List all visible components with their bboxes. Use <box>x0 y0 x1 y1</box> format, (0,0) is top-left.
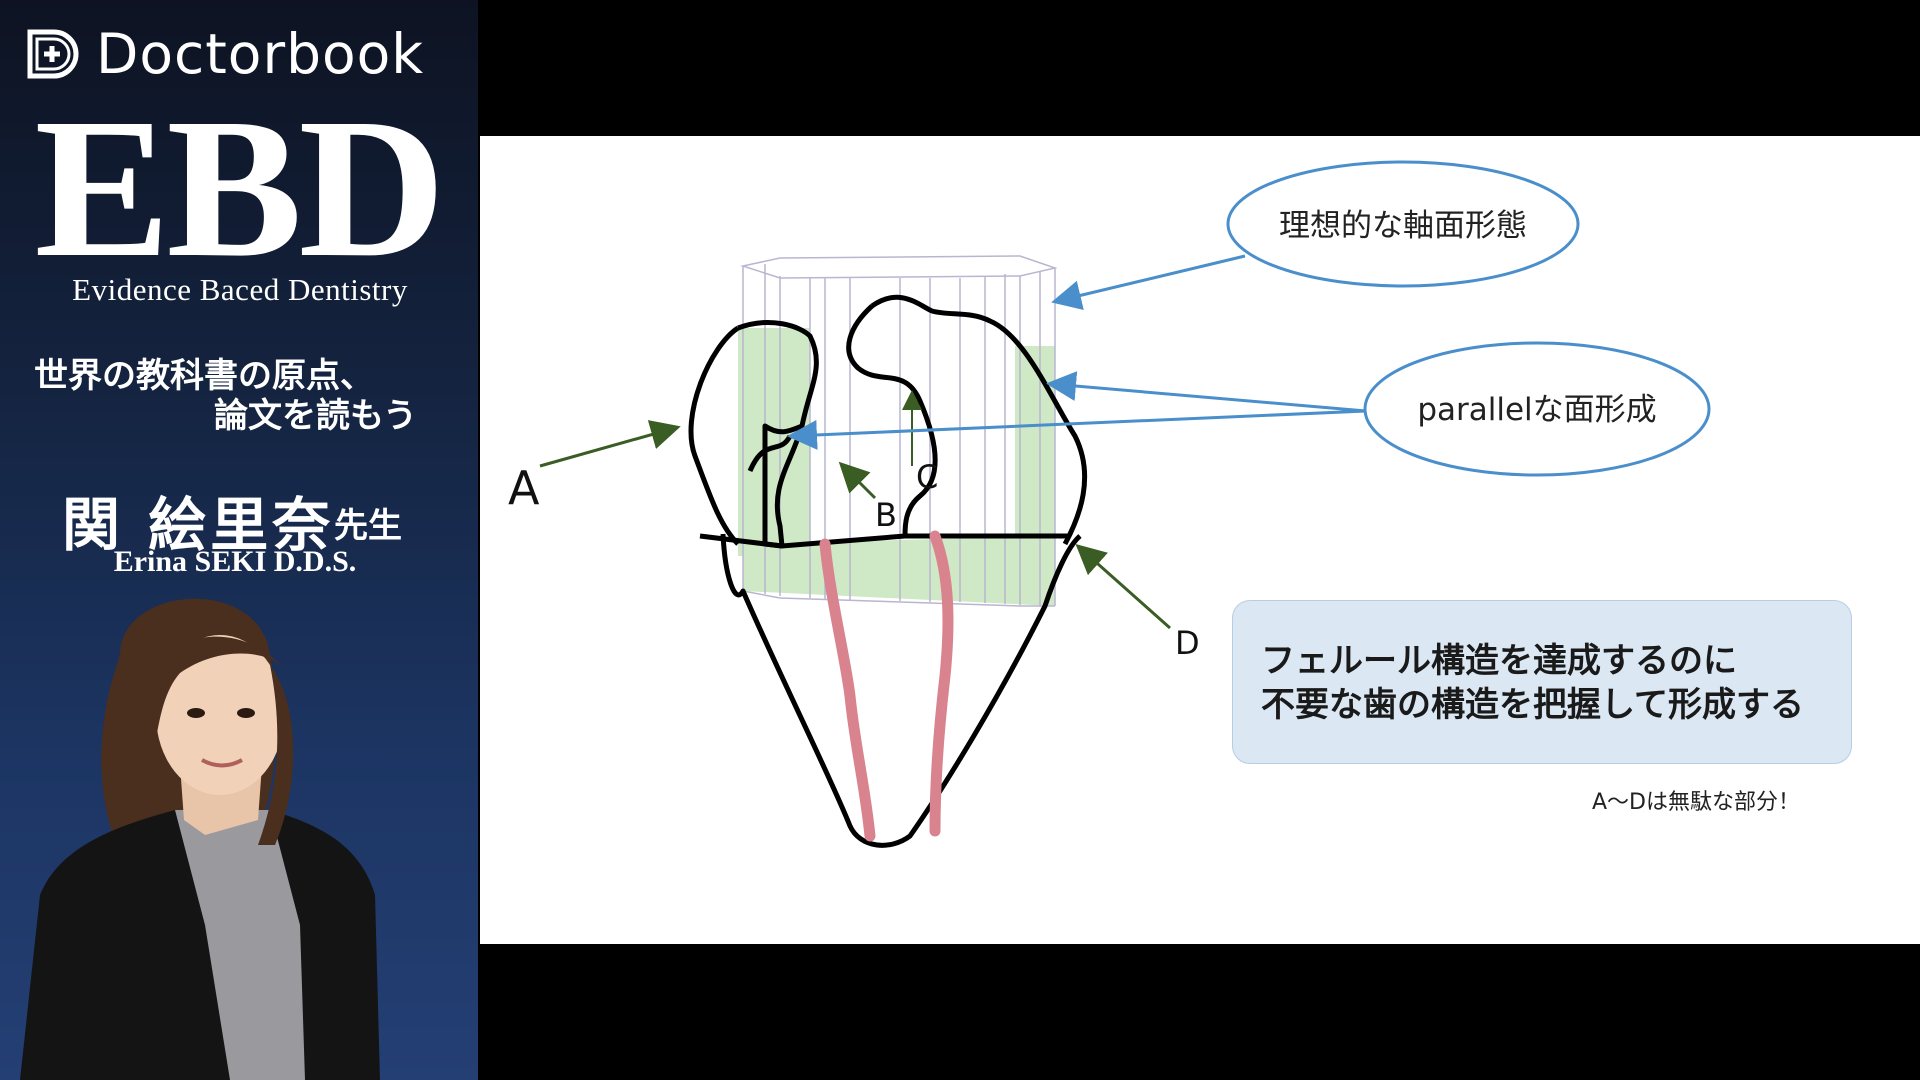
label-c: C <box>916 458 938 496</box>
summary-line-2: 不要な歯の構造を把握して形成する <box>1261 683 1825 727</box>
doctorbook-logo-icon <box>24 26 82 82</box>
tooth-preparation-diagram: A B C D 理想的な軸面形態 parallelな面形成 <box>480 136 1920 944</box>
tagline-line-2: 論文を読もう <box>214 388 417 437</box>
series-title: EBD <box>14 94 463 284</box>
callout-parallel-arrow-2 <box>793 411 1366 436</box>
brand-name: Doctorbook <box>96 27 424 82</box>
label-a: A <box>508 461 540 515</box>
arrow-a <box>540 428 675 466</box>
arrow-b <box>843 466 875 498</box>
lecture-slide: A B C D 理想的な軸面形態 parallelな面形成 フェルール構造を達成… <box>480 136 1920 944</box>
arrow-d <box>1080 548 1170 628</box>
presenter-portrait <box>0 595 478 1080</box>
presenter-honorific: 先生 <box>334 498 402 547</box>
callout-parallel-text: parallelな面形成 <box>1417 392 1656 428</box>
presenter-name-english: Erina SEKI D.D.S. <box>0 545 470 579</box>
series-subtitle: Evidence Baced Dentistry <box>20 272 460 308</box>
callout-parallel-arrow-1 <box>1052 384 1366 411</box>
presenter-sidebar: Doctorbook EBD Evidence Baced Dentistry … <box>0 0 478 1080</box>
label-d: D <box>1175 624 1200 662</box>
summary-box: フェルール構造を達成するのに 不要な歯の構造を把握して形成する <box>1232 600 1852 764</box>
callout-ideal-form-arrow <box>1057 256 1245 301</box>
summary-line-1: フェルール構造を達成するのに <box>1261 639 1825 683</box>
wasted-part-note: A～Dは無駄な部分！ <box>1592 784 1800 816</box>
label-b: B <box>875 496 897 534</box>
callout-ideal-form-text: 理想的な軸面形態 <box>1279 208 1527 244</box>
brand-logo: Doctorbook <box>24 26 424 82</box>
